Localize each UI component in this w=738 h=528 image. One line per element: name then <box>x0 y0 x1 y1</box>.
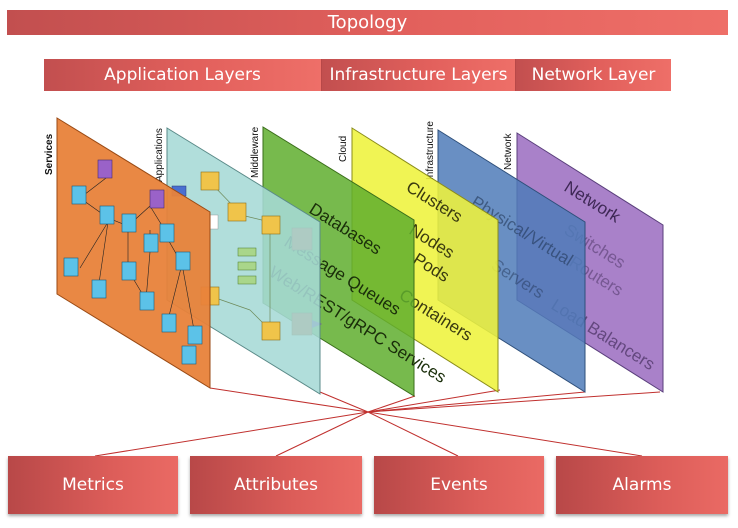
network-plane-label: Network <box>503 132 514 170</box>
network-layer-header: Network Layer <box>516 59 671 91</box>
infrastructure-plane-label: Infrastructure <box>425 121 436 180</box>
attributes-box: Attributes <box>190 456 362 514</box>
applications-plane: Applications <box>154 127 321 395</box>
services-plane: Services <box>44 117 211 389</box>
cloud-plane-label: Cloud <box>338 136 349 162</box>
applications-plane-label: Applications <box>154 128 165 182</box>
middleware-plane-label: Middleware <box>250 126 261 178</box>
metrics-box: Metrics <box>8 456 178 514</box>
alarms-box: Alarms <box>556 456 728 514</box>
events-box: Events <box>374 456 544 514</box>
topology-title-bar: Topology <box>7 10 728 35</box>
infrastructure-layers-header: Infrastructure Layers <box>322 59 516 91</box>
connector-lines <box>94 387 661 457</box>
application-layers-header: Application Layers <box>44 59 322 91</box>
services-plane-label: Services <box>44 133 55 175</box>
